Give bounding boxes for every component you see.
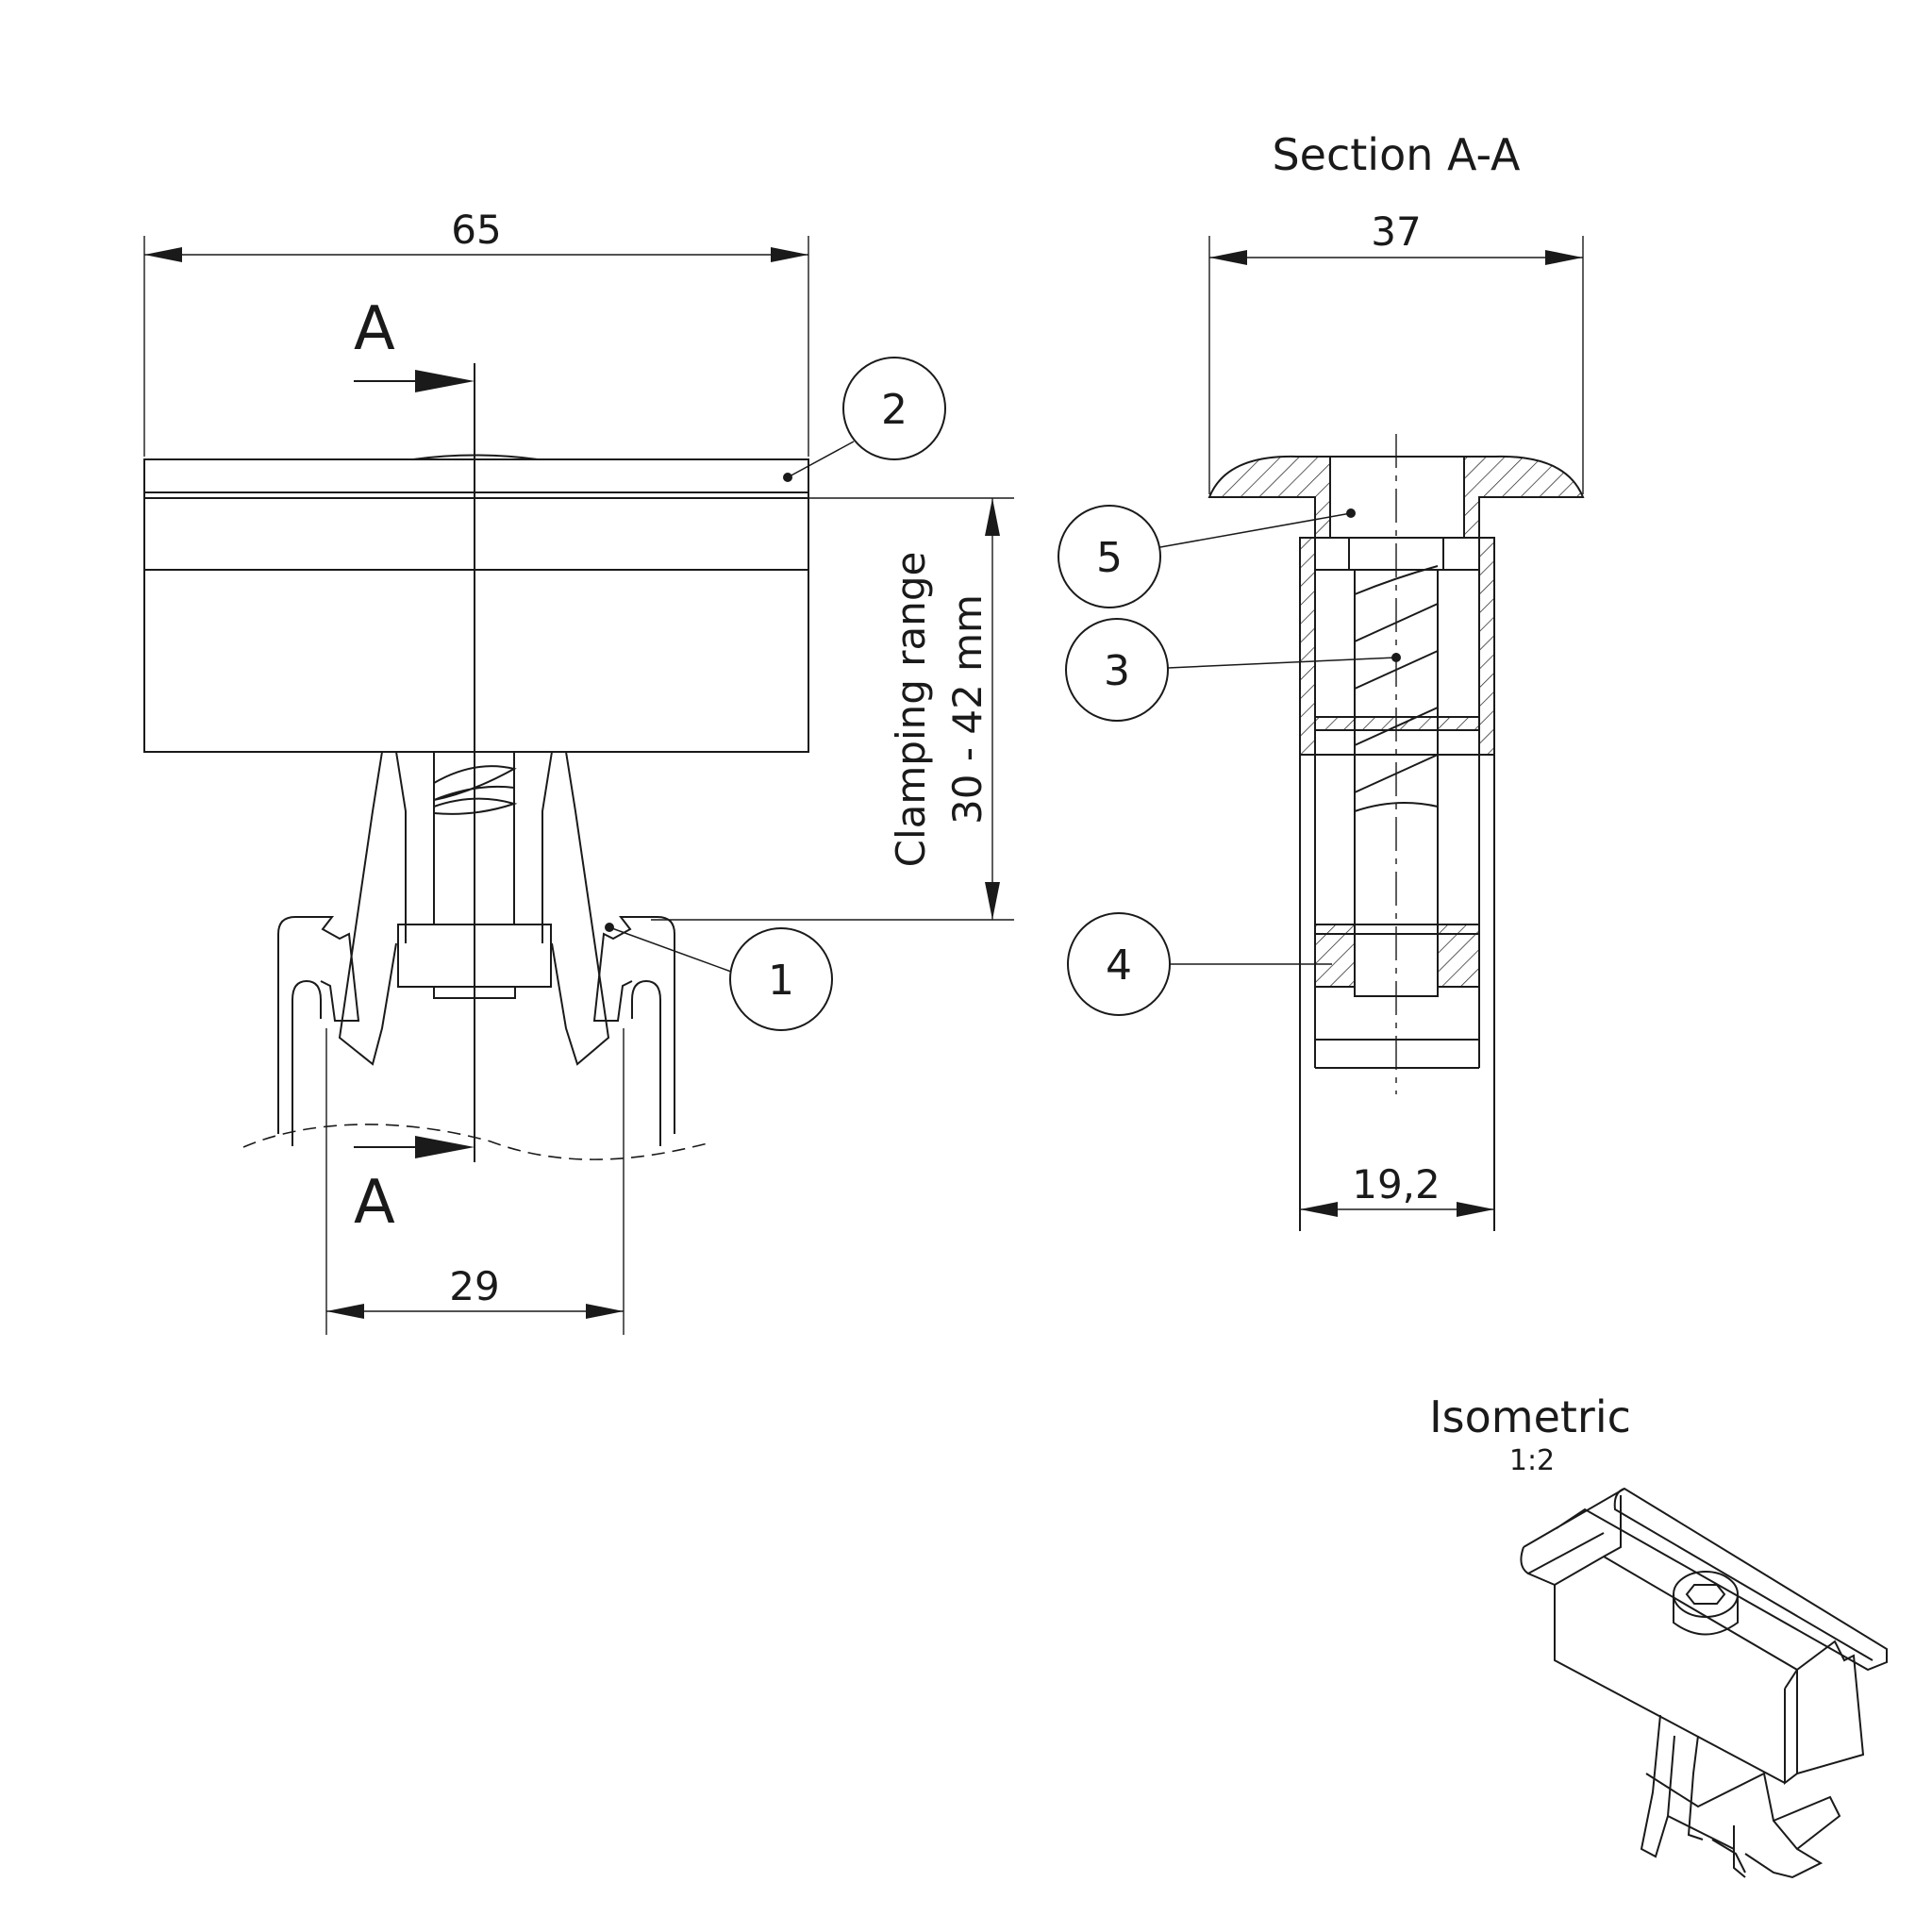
balloon-2 — [842, 357, 946, 460]
clamping-range-value: 30 - 42 mm — [944, 594, 991, 824]
svg-text:4: 4 — [1106, 941, 1132, 990]
dim-width-section-lower: 19,2 — [1352, 1161, 1441, 1208]
svg-text:5: 5 — [1096, 534, 1123, 582]
svg-text:3: 3 — [1104, 647, 1130, 695]
clamping-range-label: Clamping range — [888, 552, 934, 868]
socket-head — [1329, 456, 1465, 539]
balloon-4 — [1067, 912, 1171, 1016]
clamp-body — [143, 458, 809, 753]
break-line — [242, 1124, 708, 1160]
dim-width-base: 29 — [449, 1263, 499, 1309]
balloon-1 — [729, 927, 833, 1031]
isometric-scale: 1:2 — [1509, 1444, 1555, 1477]
section-mark-top: A — [354, 294, 395, 364]
section-mark-bottom: A — [354, 1168, 395, 1238]
balloon-5 — [1058, 505, 1161, 608]
front-view: A A 65 29 — [143, 207, 1014, 1335]
isometric-view: Isometric 1:2 — [1429, 1391, 1888, 1879]
section-view: Section A-A — [1058, 129, 1585, 1231]
svg-text:2: 2 — [881, 386, 908, 434]
isometric-title: Isometric — [1429, 1391, 1631, 1442]
balloon-3 — [1065, 618, 1169, 722]
svg-text:1: 1 — [768, 957, 794, 1005]
dim-width-section: 37 — [1371, 208, 1421, 255]
section-title: Section A-A — [1272, 129, 1521, 180]
dim-width-overall: 65 — [451, 207, 501, 253]
